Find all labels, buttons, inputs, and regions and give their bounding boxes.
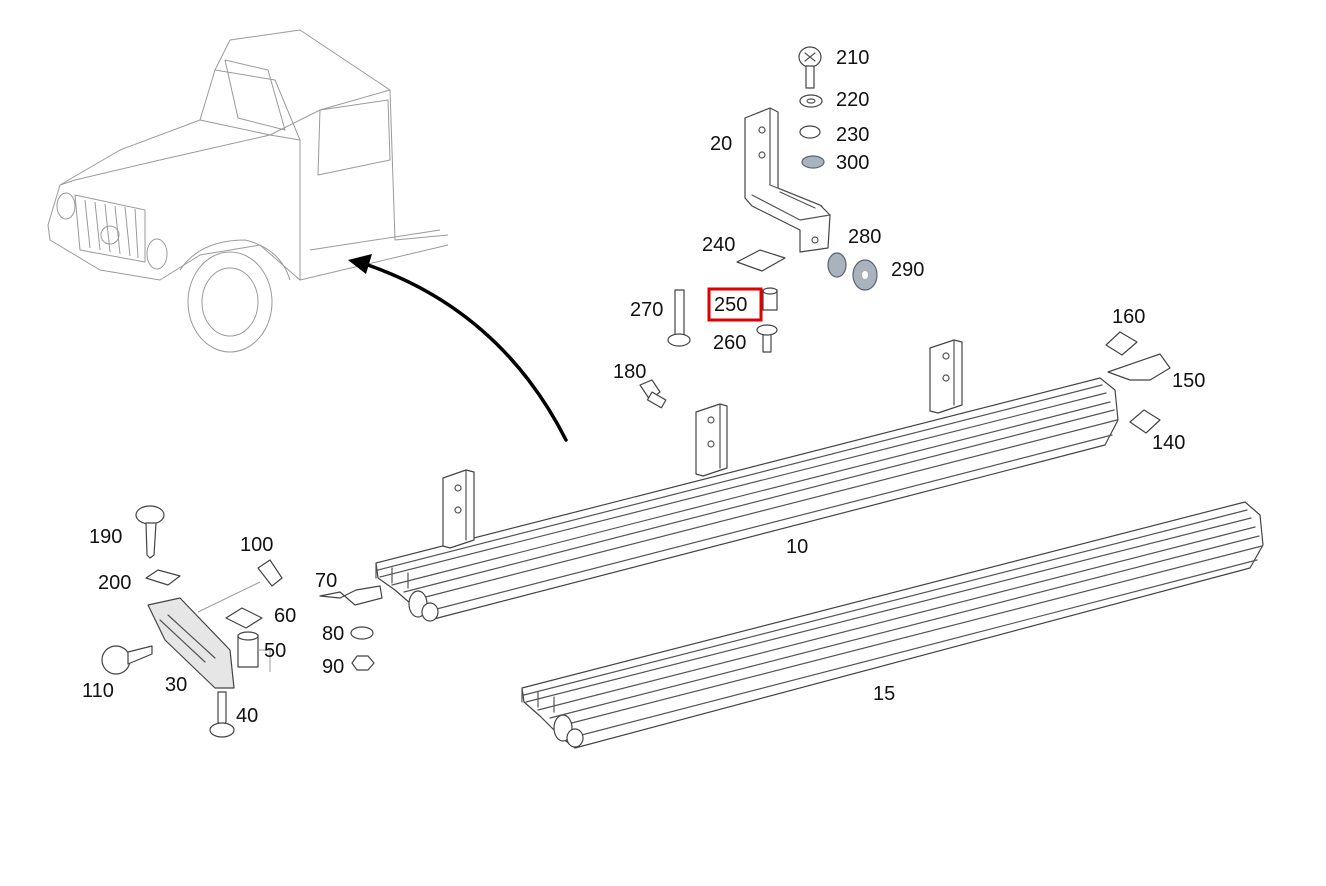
spacer-250 bbox=[762, 287, 778, 311]
clip-140 bbox=[1129, 409, 1161, 434]
screw-260 bbox=[756, 324, 778, 353]
plate-240 bbox=[736, 249, 786, 272]
bolt-270 bbox=[667, 289, 691, 347]
label-140[interactable]: 140 bbox=[1152, 432, 1185, 454]
label-100[interactable]: 100 bbox=[240, 534, 273, 556]
nut-90 bbox=[351, 655, 375, 671]
label-50[interactable]: 50 bbox=[264, 640, 286, 662]
label-80[interactable]: 80 bbox=[322, 623, 344, 645]
label-90[interactable]: 90 bbox=[322, 656, 344, 678]
label-20[interactable]: 20 bbox=[710, 133, 732, 155]
clip-100 bbox=[257, 559, 283, 587]
label-290[interactable]: 290 bbox=[891, 259, 924, 281]
label-70[interactable]: 70 bbox=[315, 570, 337, 592]
vehicle-illustration bbox=[47, 29, 449, 353]
washer-80 bbox=[350, 626, 374, 640]
label-220[interactable]: 220 bbox=[836, 89, 869, 111]
label-200[interactable]: 200 bbox=[98, 572, 131, 594]
label-280[interactable]: 280 bbox=[848, 226, 881, 248]
label-260[interactable]: 260 bbox=[713, 332, 746, 354]
callout-labels: 10 15 20 30 40 50 60 70 80 90 100 110 14… bbox=[82, 47, 1205, 727]
bolt-110 bbox=[101, 645, 153, 675]
washer-230 bbox=[799, 125, 821, 139]
washer-220 bbox=[799, 94, 823, 108]
running-board-10 bbox=[375, 339, 1119, 622]
nut-280 bbox=[827, 252, 847, 278]
label-15[interactable]: 15 bbox=[873, 683, 895, 705]
label-250[interactable]: 250 bbox=[714, 294, 747, 316]
bracket-150 bbox=[1107, 353, 1171, 381]
label-180[interactable]: 180 bbox=[613, 361, 646, 383]
label-10[interactable]: 10 bbox=[786, 536, 808, 558]
screw-190 bbox=[135, 505, 165, 559]
washer-300 bbox=[801, 155, 825, 169]
clip-60 bbox=[225, 607, 263, 629]
washer-290-hole bbox=[862, 271, 868, 279]
label-230[interactable]: 230 bbox=[836, 124, 869, 146]
washer-220-hole bbox=[806, 98, 816, 104]
end-cap-30 bbox=[147, 581, 261, 689]
label-190[interactable]: 190 bbox=[89, 526, 122, 548]
bracket-70 bbox=[319, 585, 383, 606]
fastener-210 bbox=[798, 46, 822, 89]
screw-40 bbox=[209, 691, 235, 738]
label-150[interactable]: 150 bbox=[1172, 370, 1205, 392]
selected-part-highlight bbox=[707, 287, 763, 322]
clip-160 bbox=[1105, 331, 1138, 356]
clip-200 bbox=[145, 569, 181, 586]
label-160[interactable]: 160 bbox=[1112, 306, 1145, 328]
label-40[interactable]: 40 bbox=[236, 705, 258, 727]
label-60[interactable]: 60 bbox=[274, 605, 296, 627]
label-30[interactable]: 30 bbox=[165, 674, 187, 696]
spacer-50 bbox=[237, 631, 271, 672]
label-210[interactable]: 210 bbox=[836, 47, 869, 69]
label-110[interactable]: 110 bbox=[82, 680, 114, 702]
bolt-180 bbox=[639, 379, 667, 409]
location-arrow bbox=[348, 254, 568, 442]
bracket-20 bbox=[744, 107, 831, 253]
running-board-15 bbox=[521, 501, 1264, 749]
label-240[interactable]: 240 bbox=[702, 234, 735, 256]
label-270[interactable]: 270 bbox=[630, 299, 663, 321]
label-300[interactable]: 300 bbox=[836, 152, 869, 174]
